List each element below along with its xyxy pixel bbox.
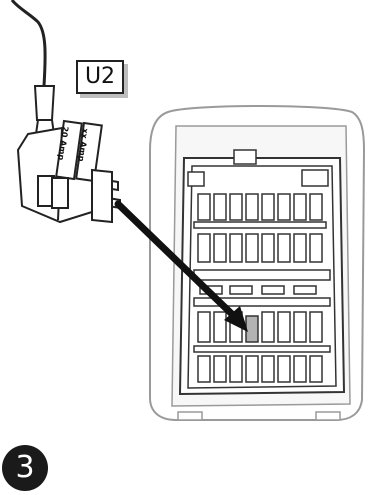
power-cable xyxy=(12,0,45,86)
cable-strain-relief xyxy=(35,86,54,120)
add-a-fuse-tap: 20 Amp xx Amp xyxy=(18,121,120,222)
step-number-badge: 3 xyxy=(2,445,48,491)
component-label-u2: U2 xyxy=(76,60,124,94)
target-fuse-slot xyxy=(246,316,258,342)
